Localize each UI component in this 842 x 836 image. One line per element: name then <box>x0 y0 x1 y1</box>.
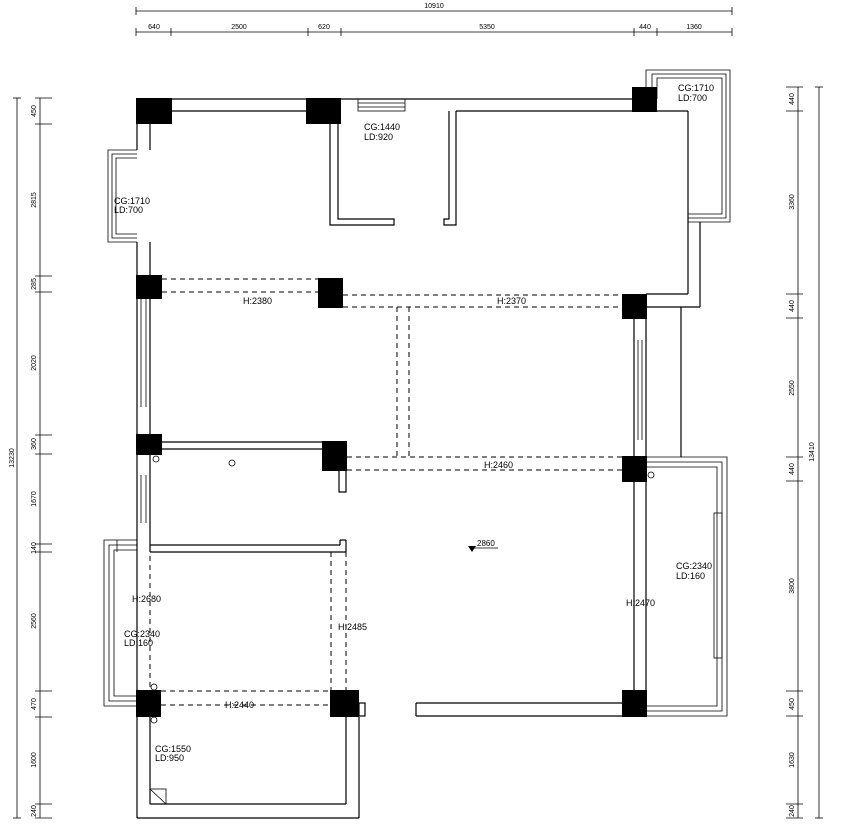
dim-left-seg-11: 240 <box>31 805 38 817</box>
window-label-cg: CG:1550 <box>155 744 191 754</box>
column <box>622 456 647 482</box>
column <box>632 87 657 112</box>
dim-right-total: 13410 <box>809 442 816 462</box>
dim-right-seg-6: 3800 <box>789 578 796 594</box>
dim-top-seg-1: 640 <box>148 24 160 31</box>
window-label-ld: LD:160 <box>124 638 153 648</box>
ceiling-height-label: 2860 <box>477 539 495 548</box>
dim-left-seg-2: 2815 <box>31 192 38 208</box>
dim-right-seg-7: 450 <box>789 698 796 710</box>
dim-top-seg-4: 5350 <box>479 24 495 31</box>
column <box>622 690 647 717</box>
beam-label: H:2370 <box>497 296 526 306</box>
dim-top-seg-3: 620 <box>318 24 330 31</box>
dim-left-seg-5: 360 <box>31 438 38 450</box>
dim-right-seg-4: 2550 <box>789 380 796 396</box>
dim-left-seg-6: 1670 <box>31 491 38 507</box>
dim-left-total: 13230 <box>9 448 16 468</box>
pipe-markers <box>150 455 655 724</box>
dim-left-seg-4: 2020 <box>31 355 38 371</box>
dim-right-seg-3: 440 <box>789 300 796 312</box>
dim-left-seg-10: 1600 <box>31 752 38 768</box>
dim-top-total: 10910 <box>424 3 444 10</box>
top-dimension-chain: 10910 640 2500 620 5350 440 1360 <box>135 3 733 36</box>
dim-right-seg-1: 440 <box>789 93 796 105</box>
dim-left-seg-3: 285 <box>31 278 38 290</box>
column <box>622 294 647 319</box>
column <box>136 434 162 455</box>
column <box>318 278 343 308</box>
column <box>136 275 162 299</box>
dim-top-seg-6: 1360 <box>686 24 702 31</box>
dim-right-seg-9: 240 <box>789 805 796 817</box>
column <box>136 690 161 717</box>
columns <box>136 87 657 717</box>
windows <box>103 69 731 717</box>
column <box>322 441 347 471</box>
dim-left-seg-1: 450 <box>31 105 38 117</box>
window-label-cg: CG:2340 <box>124 629 160 639</box>
beam-label: H:2485 <box>338 622 367 632</box>
ceiling-height-marker: 2860 <box>468 539 498 552</box>
walls <box>136 98 701 819</box>
window-label-ld: LD:700 <box>114 205 143 215</box>
beam-label: H:2460 <box>484 460 513 470</box>
window-label-ld: LD:700 <box>678 93 707 103</box>
beam-label: H:2380 <box>243 296 272 306</box>
dim-top-seg-5: 440 <box>639 24 651 31</box>
window-label-cg: CG:1710 <box>114 196 150 206</box>
beam-label: H:2470 <box>626 598 655 608</box>
window-label-ld: LD:950 <box>155 753 184 763</box>
window-label-cg: CG:1710 <box>678 83 714 93</box>
labels: CG:1710 LD:700 CG:1440 LD:920 CG:1710 LD… <box>114 83 714 763</box>
dim-left-seg-8: 2560 <box>31 613 38 629</box>
window-label-cg: CG:1440 <box>364 122 400 132</box>
window-label-ld: LD:920 <box>364 132 393 142</box>
column <box>330 690 359 717</box>
dim-right-seg-8: 1630 <box>789 752 796 768</box>
dim-right-seg-5: 440 <box>789 463 796 475</box>
window-label-cg: CG:2340 <box>676 561 712 571</box>
left-dimension-chain: 13230 450 2815 285 2020 360 1670 140 256… <box>9 97 52 819</box>
dim-right-seg-2: 3360 <box>789 194 796 210</box>
beams <box>136 278 622 706</box>
right-dimension-chain: 13410 440 3360 440 2550 440 3800 450 163… <box>786 86 823 819</box>
column <box>306 98 341 124</box>
beam-label: H:2680 <box>132 594 161 604</box>
dim-top-seg-2: 2500 <box>231 24 247 31</box>
dim-left-seg-7: 140 <box>31 542 38 554</box>
column <box>136 98 172 124</box>
beam-label: H:2440 <box>225 700 254 710</box>
dim-left-seg-9: 470 <box>31 698 38 710</box>
window-label-ld: LD:160 <box>676 571 705 581</box>
